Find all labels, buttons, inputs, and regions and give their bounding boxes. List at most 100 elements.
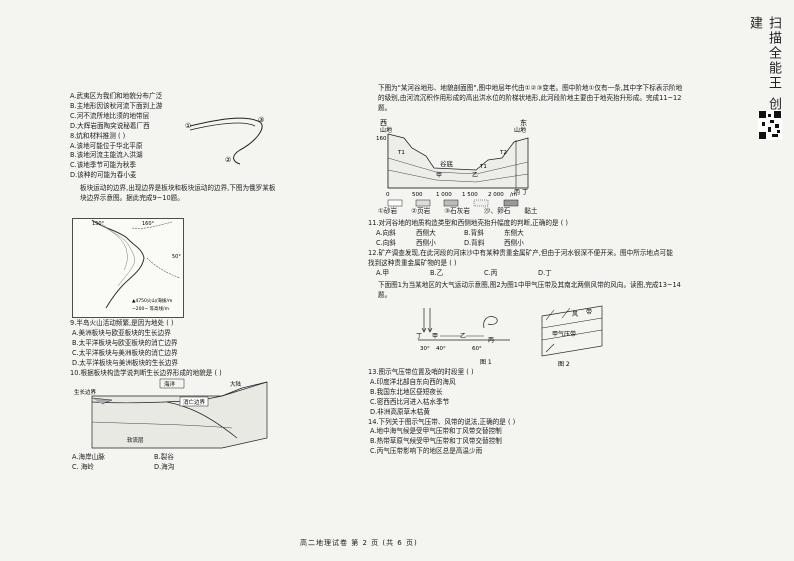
text-line: A.该地可能位于华北平原 — [70, 141, 143, 150]
wind-label: 风 — [572, 311, 578, 318]
q10-options: A.海岸山脉 B.裂谷 C. 海岭 D.海沟 — [72, 453, 236, 473]
q13-option: B.我国东北地区昼短夜长 — [370, 387, 443, 396]
legend-text: ②页岩 — [411, 207, 431, 215]
legend-swatch — [473, 199, 489, 207]
lat-label: 40° — [436, 346, 446, 352]
q14-option: B.热带草原气候受甲气压带和丁风带交替控制 — [370, 437, 502, 446]
q14-option: A.地中海气候是受甲气压带和丁风带交替控制 — [370, 427, 502, 436]
wind-arrow — [545, 343, 555, 353]
text-line: D.大辉岩面陶突说秘着厂西 — [70, 121, 150, 130]
q12-option: B.乙 — [430, 268, 444, 277]
q9-option: A.美洲板块与欧亚板块的生长边界 — [72, 328, 171, 337]
ding-label: 丁 — [416, 333, 422, 340]
yi-label: 乙 — [460, 333, 466, 340]
legend-swatch — [443, 199, 459, 207]
text-line: B.主地形因该秋河流下面到上游 — [70, 101, 163, 110]
label-1: ① — [185, 122, 191, 130]
legend-text: ③石灰岩 — [444, 207, 470, 215]
q11-option: B.背斜 — [464, 228, 484, 237]
strata-line — [387, 157, 529, 175]
curve-line — [189, 117, 263, 165]
belt-line — [541, 317, 603, 329]
label-2: ② — [225, 156, 231, 164]
q13-stem: 13.图示气压带位置及哨的时段里 ( ) — [368, 368, 474, 376]
kamchatka-map: 150° 160° 50° ▲4750火山/海拔/m ~200~ 等高线/m — [72, 218, 184, 318]
pressure-belt-label: 甲气压带 — [552, 330, 576, 338]
strata-line — [387, 169, 529, 183]
q10-option: B.裂谷 — [154, 453, 174, 461]
wind-arrow — [545, 309, 555, 321]
text-line: A.武夷区为我们和地貌分布广泛 — [70, 92, 163, 100]
lon-label: 160° — [142, 221, 155, 227]
q11-q12: 11.对河谷地的地质构造类型和西侧地壳抬升幅度的判断,正确的是 ( ) A.向斜… — [368, 219, 688, 301]
legend-text: ①砂岩 — [378, 207, 398, 215]
air-circulation — [483, 316, 498, 329]
q11-option: 西侧小 — [504, 238, 524, 247]
contour-line — [101, 223, 128, 271]
q11-option: 东侧大 — [504, 228, 524, 237]
qr-code-icon — [758, 110, 782, 140]
q9: 9.半岛火山活动频繁,是因为地处 ( ) A.美洲板块与欧亚板块的生长边界 B.… — [70, 319, 222, 378]
curve-figure: ① ③ ② — [185, 116, 264, 165]
q11-option: D.背斜 — [464, 238, 485, 247]
q13-q14: 13.图示气压带位置及哨的时段里 ( ) A.印度洋北部自东向西的海风 B.我国… — [368, 368, 688, 457]
label-3: ③ — [258, 116, 264, 124]
ocean-label: 海洋 — [164, 380, 176, 388]
option-row: C. 海岭 D.海沟 — [72, 463, 236, 473]
map-frame — [72, 218, 184, 318]
x-unit: /m — [510, 192, 517, 198]
yi-label: 乙 — [472, 172, 478, 179]
subduct-box — [179, 396, 209, 407]
valley-label: 谷底 — [440, 159, 454, 168]
subducting-plate — [166, 401, 238, 439]
q10-option: D.海沟 — [154, 462, 175, 471]
wind-arrow — [561, 307, 571, 319]
q12-option: A.甲 — [376, 268, 390, 277]
wind-intro: 下面图1为当某地区的大气运动示意图,图2为图1中甲气压带及其南北两侧风带的风向。… — [378, 281, 681, 300]
q11-option: C.向斜 — [376, 238, 396, 247]
text-line: B.该地河流主能流入洪湖 — [70, 151, 143, 160]
east-label: 东 — [520, 118, 527, 127]
legend-swatch — [503, 199, 519, 207]
legend-swatch — [387, 199, 403, 207]
x-tick: 1 500 — [462, 192, 478, 198]
belt-outline — [541, 305, 603, 357]
t2-label: T2 — [499, 150, 507, 156]
text-line: C.河不流所地比须的地带层 — [70, 111, 150, 120]
q12-option: D.丁 — [538, 268, 552, 277]
q10-option: C. 海岭 — [72, 462, 94, 471]
q14-stem: 14.下列关于图示气压带、风带的说法,正确的是 ( ) — [368, 417, 516, 426]
arrow-head — [427, 327, 433, 333]
surface — [91, 381, 268, 404]
option-row: C.向斜 西侧小 D.背斜 西侧小 — [368, 239, 688, 249]
legend-row: ①砂岩 ②页岩 ③石灰岩 沙、卵石 黏土 — [378, 207, 537, 217]
legend-volcano: ▲4750火山/海拔/m — [132, 297, 172, 304]
map-intro: 板块运动的边界,出现边界是板块和板块运动的边界,下图为俄罗某板块边界示意图。据此… — [80, 184, 276, 203]
q11-option: 西侧小 — [416, 238, 436, 247]
scanner-watermark: 扫描全能王 创建 — [747, 16, 781, 113]
mantle-label: 软流层 — [127, 436, 144, 444]
x-tick: 500 — [412, 192, 423, 198]
belt-line — [541, 329, 603, 341]
bing-label: 丙 — [514, 189, 520, 196]
fig2-caption: 图 2 — [558, 361, 570, 368]
mantle-line — [91, 421, 233, 429]
q13-option: D.非洲高原草木枯黄 — [370, 407, 430, 416]
curve-line-2 — [189, 122, 256, 131]
x-tick: 0 — [386, 192, 390, 198]
coastline — [91, 219, 145, 309]
ocean-box — [159, 378, 185, 389]
lat-label: 60° — [472, 346, 482, 352]
jia-label: 甲 — [436, 172, 442, 179]
jia-label: 甲 — [432, 333, 438, 340]
y-label: 160 — [376, 136, 387, 142]
q11-option: A.向斜 — [376, 228, 396, 237]
q10-option: A.海岸山脉 — [72, 453, 105, 461]
lat-label: 30° — [420, 346, 430, 352]
q14-option: C.丙气压带影响下的地区总是高温少雨 — [370, 447, 483, 456]
q12-stem: 12.矿产调查发现,在此河段的河床沙中有某种贵重金属矿产,但由于河水很深不便开采… — [368, 248, 673, 267]
continent-label: 大陆 — [230, 380, 242, 388]
figure-2: 风 带 甲气压带 图 2 — [541, 305, 603, 368]
legend-swatch — [415, 199, 431, 207]
